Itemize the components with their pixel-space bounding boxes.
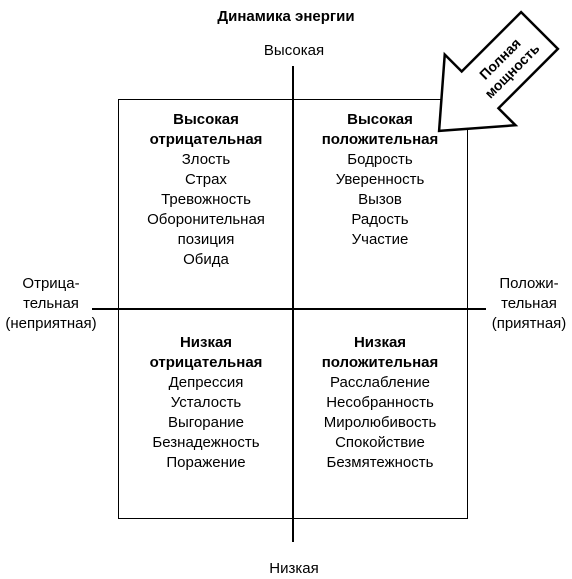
axis-label-right: Положи- тельная (приятная) xyxy=(486,274,572,334)
axis-label-right-line-1: Положи- xyxy=(499,275,559,292)
quadrant-low-positive: Низкая положительная Расслабление Несобр… xyxy=(294,333,466,473)
quadrant-heading-line: положительная xyxy=(321,131,439,148)
quadrant-high-negative: Высокая отрицательная Злость Страх Трево… xyxy=(120,110,292,270)
list-item: Тревожность xyxy=(161,191,251,208)
list-item: Бодрость xyxy=(347,151,413,168)
list-item: Расслабление xyxy=(330,374,430,391)
axis-label-left-line-3: (неприятная) xyxy=(5,315,97,332)
axis-label-left: Отрица- тельная (неприятная) xyxy=(0,274,102,334)
arrow-icon xyxy=(437,10,560,133)
quadrant-heading-line: отрицательная xyxy=(149,131,263,148)
quadrant-heading-line: положительная xyxy=(321,354,439,371)
list-item: Безмятежность xyxy=(326,454,434,471)
list-item: Вызов xyxy=(358,191,402,208)
horizontal-axis-line xyxy=(92,308,486,310)
list-item: Депрессия xyxy=(168,374,244,391)
axis-label-top: Высокая xyxy=(263,42,325,59)
list-item: Спокойствие xyxy=(335,434,425,451)
list-item: Радость xyxy=(351,211,409,228)
quadrant-low-negative: Низкая отрицательная Депрессия Усталость… xyxy=(120,333,292,473)
list-item: Оборонительная xyxy=(147,211,265,228)
axis-label-left-line-1: Отрица- xyxy=(22,275,80,292)
quadrant-heading-line: Высокая xyxy=(173,111,239,128)
axis-label-right-line-2: тельная xyxy=(501,295,557,312)
diagram-title: Динамика энергии xyxy=(217,8,355,25)
quadrant-heading-line: отрицательная xyxy=(149,354,263,371)
quadrant-heading-line: Низкая xyxy=(353,334,407,351)
list-item: Участие xyxy=(351,231,409,248)
list-item: Злость xyxy=(181,151,231,168)
list-item: Уверенность xyxy=(335,171,425,188)
full-power-arrow: Полная мощность xyxy=(437,10,560,133)
list-item: Несобранность xyxy=(326,394,434,411)
list-item: Обида xyxy=(183,251,229,268)
quadrant-heading-line: Низкая xyxy=(179,334,233,351)
quadrant-heading-line: Высокая xyxy=(347,111,413,128)
vertical-axis-line xyxy=(292,66,294,542)
list-item: позиция xyxy=(177,231,235,248)
list-item: Усталость xyxy=(170,394,242,411)
list-item: Выгорание xyxy=(168,414,244,431)
list-item: Безнадежность xyxy=(152,434,260,451)
axis-label-bottom: Низкая xyxy=(269,560,319,577)
axis-label-right-line-3: (приятная) xyxy=(491,315,567,332)
list-item: Миролюбивость xyxy=(323,414,437,431)
list-item: Страх xyxy=(185,171,227,188)
quadrant-high-positive: Высокая положительная Бодрость Увереннос… xyxy=(294,110,466,250)
list-item: Поражение xyxy=(166,454,246,471)
axis-label-left-line-2: тельная xyxy=(23,295,79,312)
